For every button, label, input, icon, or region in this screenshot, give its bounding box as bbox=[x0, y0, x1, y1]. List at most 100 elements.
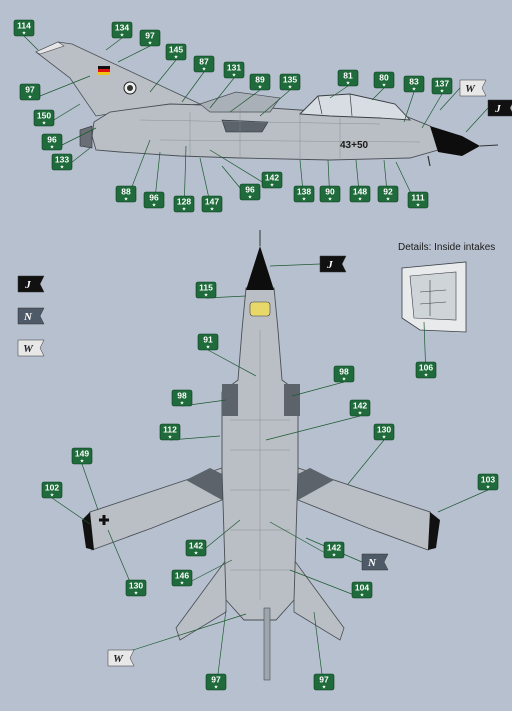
star-icon: ★ bbox=[328, 197, 333, 203]
star-icon: ★ bbox=[204, 293, 209, 299]
callout-number: 115 bbox=[199, 283, 213, 293]
top-callout-tag: 98★ bbox=[171, 389, 193, 407]
leader-line bbox=[207, 349, 257, 377]
callout-number: 81 bbox=[343, 71, 353, 81]
callout-number: 111 bbox=[411, 193, 425, 203]
side-callout-tag: 135★ bbox=[279, 73, 301, 91]
star-icon: ★ bbox=[258, 85, 263, 91]
intake-detail-inset: Details: Inside intakes bbox=[398, 242, 495, 333]
callout-number: 87 bbox=[199, 57, 209, 67]
side-callout-tag: 83★ bbox=[403, 75, 425, 93]
top-callout-tag: 106★ bbox=[415, 361, 437, 379]
side-pennant-marker: W bbox=[459, 79, 487, 97]
callout-number: 96 bbox=[245, 185, 255, 195]
top-callout-tag: 97★ bbox=[313, 673, 335, 691]
leader-line bbox=[259, 89, 291, 117]
star-icon: ★ bbox=[358, 197, 363, 203]
leader-line bbox=[117, 45, 151, 63]
callout-number: 112 bbox=[163, 425, 177, 435]
star-icon: ★ bbox=[182, 207, 187, 213]
side-callout-tag: 97★ bbox=[139, 29, 161, 47]
callout-number: 97 bbox=[211, 675, 221, 685]
callout-number: 92 bbox=[383, 187, 393, 197]
callout-number: 134 bbox=[115, 23, 129, 33]
side-pennant-marker: J bbox=[487, 99, 512, 117]
star-icon: ★ bbox=[322, 685, 327, 691]
callout-number: 114 bbox=[17, 21, 31, 31]
leader-line bbox=[403, 91, 415, 123]
german-flag-marking bbox=[98, 66, 110, 75]
leader-line bbox=[51, 497, 91, 525]
star-icon: ★ bbox=[134, 591, 139, 597]
iron-cross-marking bbox=[99, 515, 109, 525]
callout-number: 104 bbox=[355, 583, 369, 593]
star-icon: ★ bbox=[210, 207, 215, 213]
side-callout-tag: 142★ bbox=[261, 171, 283, 189]
leader-line bbox=[437, 489, 489, 513]
callout-number: 130 bbox=[377, 425, 391, 435]
callout-number: 142 bbox=[189, 541, 203, 551]
side-callout-tag: 131★ bbox=[223, 61, 245, 79]
callout-number: 83 bbox=[409, 77, 419, 87]
callout-number: 80 bbox=[379, 73, 389, 83]
top-callout-tag: 102★ bbox=[41, 481, 63, 499]
callout-number: 90 bbox=[325, 187, 335, 197]
pennant-letter: W bbox=[465, 83, 476, 95]
callout-number: 146 bbox=[175, 571, 189, 581]
pennant-letter: N bbox=[367, 557, 377, 569]
leader-line bbox=[329, 85, 349, 99]
star-icon: ★ bbox=[194, 551, 199, 557]
leader-line bbox=[23, 35, 39, 51]
top-callout-tag: 115★ bbox=[195, 281, 217, 299]
leader-line bbox=[181, 71, 205, 103]
side-callout-tag: 96★ bbox=[143, 191, 165, 209]
top-callout-tag: 142★ bbox=[349, 399, 371, 417]
callout-number: 97 bbox=[145, 31, 155, 41]
side-callout-tag: 80★ bbox=[373, 71, 395, 89]
leader-line bbox=[149, 59, 177, 93]
leader-line bbox=[291, 381, 345, 397]
star-icon: ★ bbox=[50, 145, 55, 151]
pennant-letter: J bbox=[326, 259, 333, 271]
side-callout-tag: 81★ bbox=[337, 69, 359, 87]
side-callout-tag: 150★ bbox=[33, 109, 55, 127]
star-icon: ★ bbox=[202, 67, 207, 73]
legend-pennant-n: N bbox=[17, 307, 45, 325]
top-callout-tag: 149★ bbox=[71, 447, 93, 465]
top-callout-tag: 130★ bbox=[373, 423, 395, 441]
callout-number: 128 bbox=[177, 197, 191, 207]
star-icon: ★ bbox=[358, 411, 363, 417]
leader-line bbox=[269, 263, 321, 267]
leader-line bbox=[465, 107, 489, 133]
star-icon: ★ bbox=[302, 197, 307, 203]
canopy bbox=[298, 93, 412, 121]
side-callout-tag: 87★ bbox=[193, 55, 215, 73]
leader-line bbox=[421, 93, 443, 129]
side-callout-tag: 138★ bbox=[293, 185, 315, 203]
callout-number: 103 bbox=[481, 475, 495, 485]
top-callout-tag: 142★ bbox=[323, 541, 345, 559]
callout-number: 131 bbox=[227, 63, 241, 73]
star-icon: ★ bbox=[248, 195, 253, 201]
callout-number: 138 bbox=[297, 187, 311, 197]
star-icon: ★ bbox=[486, 485, 491, 491]
star-icon: ★ bbox=[168, 435, 173, 441]
top-pennant-marker: W bbox=[107, 649, 135, 667]
side-callout-tag: 148★ bbox=[349, 185, 371, 203]
star-icon: ★ bbox=[360, 593, 365, 599]
callout-number: 142 bbox=[265, 173, 279, 183]
star-icon: ★ bbox=[440, 89, 445, 95]
callout-number: 106 bbox=[419, 363, 433, 373]
callout-number: 97 bbox=[25, 85, 35, 95]
callout-number: 145 bbox=[169, 45, 183, 55]
top-callout-tag: 104★ bbox=[351, 581, 373, 599]
callout-number: 137 bbox=[435, 79, 449, 89]
side-callout-tag: 133★ bbox=[51, 153, 73, 171]
top-callout-tag: 103★ bbox=[477, 473, 499, 491]
callout-number: 135 bbox=[283, 75, 297, 85]
leader-line bbox=[439, 87, 461, 111]
callout-number: 89 bbox=[255, 75, 265, 85]
top-callout-tag: 91★ bbox=[197, 333, 219, 351]
